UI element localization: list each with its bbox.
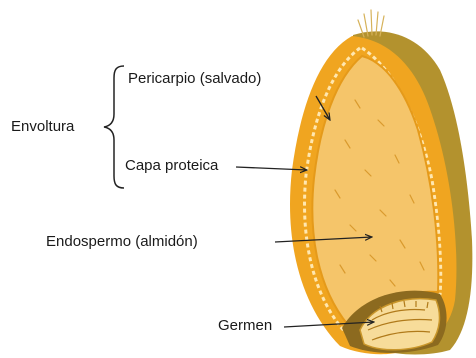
label-germen: Germen <box>218 317 272 335</box>
label-envoltura: Envoltura <box>11 118 74 136</box>
label-pericarpio: Pericarpio (salvado) <box>128 70 261 88</box>
label-endospermo: Endospermo (almidón) <box>46 233 198 251</box>
envoltura-brace <box>104 66 124 188</box>
label-capa-proteica: Capa proteica <box>125 157 218 175</box>
